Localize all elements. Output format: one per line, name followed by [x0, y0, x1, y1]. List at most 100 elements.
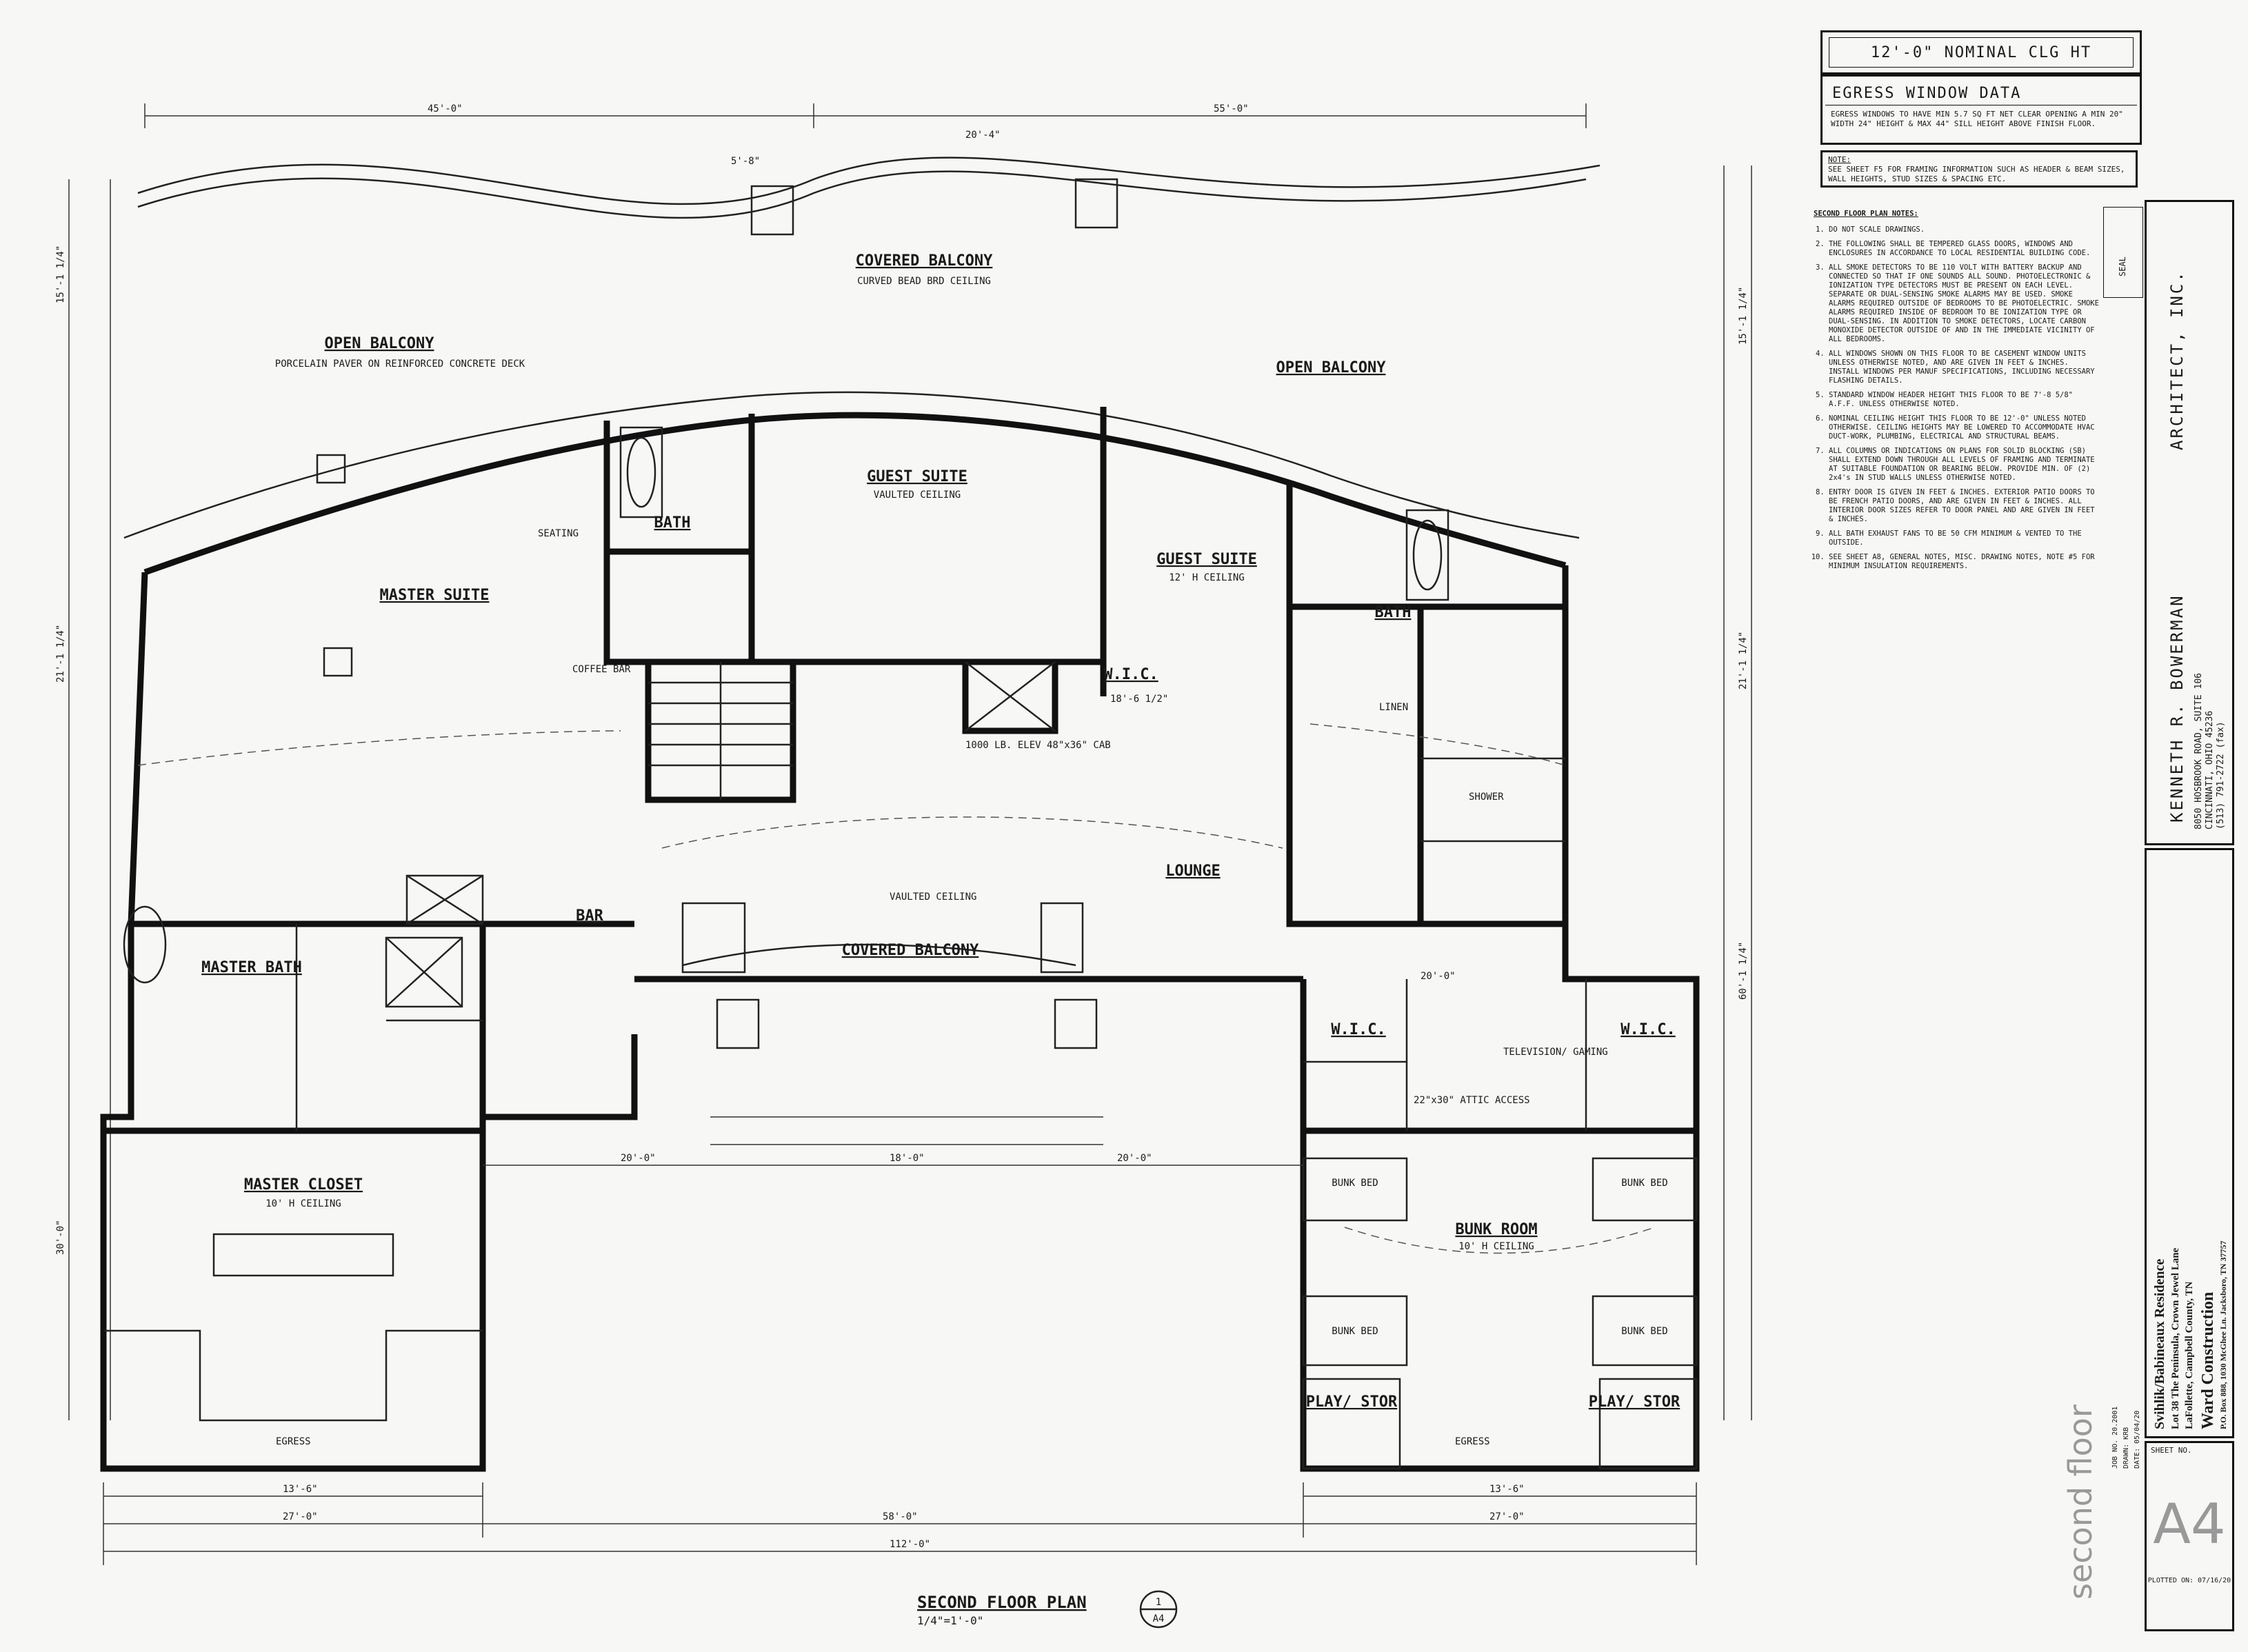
room-master-bath: MASTER BATH — [201, 959, 302, 976]
room-bath-right: BATH — [1375, 604, 1412, 621]
dim-top-58: 5'-8" — [731, 156, 760, 167]
dim-right-3: 60'-1 1/4" — [1738, 942, 1749, 1000]
plan-notes-list: DO NOT SCALE DRAWINGS. THE FOLLOWING SHA… — [1814, 225, 2103, 571]
note-item: STANDARD WINDOW HEADER HEIGHT THIS FLOOR… — [1829, 391, 2103, 409]
framing-note-text: SEE SHEET F5 FOR FRAMING INFORMATION SUC… — [1828, 165, 2125, 183]
plan-title: SECOND FLOOR PLAN — [917, 1593, 1087, 1612]
room-open-balcony-right: OPEN BALCONY — [1276, 359, 1387, 376]
architect-phone: (513) 791-2722 (fax) — [2216, 721, 2226, 829]
room-master-suite: MASTER SUITE — [380, 587, 490, 604]
note-item: DO NOT SCALE DRAWINGS. — [1829, 225, 2103, 234]
note-item: NOMINAL CEILING HEIGHT THIS FLOOR TO BE … — [1829, 414, 2103, 441]
dim-mid-20-r: 20'-0" — [1117, 1153, 1152, 1164]
architect-firm: ARCHITECT, INC. — [2167, 270, 2187, 450]
dim-bot-27-l: 27'-0" — [283, 1511, 318, 1522]
project-lot: Lot 38 The Peninsula, Crown Jewel Lane — [2170, 1247, 2181, 1429]
dim-bot-58: 58'-0" — [883, 1511, 918, 1522]
dim-bot-136-r: 13'-6" — [1489, 1484, 1525, 1495]
room-master-closet-sub: 10' H CEILING — [265, 1198, 341, 1209]
sheet-number: A4 — [2153, 1492, 2226, 1556]
framing-note-box: NOTE: SEE SHEET F5 FOR FRAMING INFORMATI… — [1820, 150, 2138, 188]
architect-address: 8050 HOSBROOK ROAD, SUITE 106 — [2194, 673, 2204, 829]
sheet-label: SHEET NO. — [2151, 1446, 2192, 1455]
balcony-outer-edge — [137, 157, 1600, 205]
room-wic-left: W.I.C. — [1331, 1021, 1385, 1038]
project-block: Svihlik/Babineaux Residence Lot 38 The P… — [2145, 848, 2234, 1438]
dim-mid-18: 18'-0" — [890, 1153, 925, 1164]
label-coffee-bar: COFFEE BAR — [572, 664, 631, 675]
seal-box: SEAL — [2103, 207, 2143, 298]
floor-plan-drawing: 45'-0" 55'-0" 20'-4" 5'-8" 15'-1 1/4" 21… — [55, 103, 1752, 1629]
dim-right-2: 21'-1 1/4" — [1738, 632, 1749, 689]
dim-left-1: 15'-1 1/4" — [55, 245, 66, 303]
dim-mid-20: 20'-0" — [621, 1153, 656, 1164]
room-bath-center: BATH — [654, 514, 691, 532]
egress-window-data-box: EGRESS WINDOW DATA EGRESS WINDOWS TO HAV… — [1820, 74, 2142, 145]
sheet-number-box: SHEET NO. A4 PLOTTED ON: 07/16/20 — [2145, 1441, 2234, 1631]
room-open-balcony-left-sub: PORCELAIN PAVER ON REINFORCED CONCRETE D… — [275, 359, 525, 370]
note-item: THE FOLLOWING SHALL BE TEMPERED GLASS DO… — [1829, 240, 2103, 258]
label-vaulted: VAULTED CEILING — [890, 892, 976, 903]
sheet-title: second floor — [2062, 1404, 2099, 1600]
seal-label: SEAL — [2118, 256, 2127, 276]
egress-text: EGRESS WINDOWS TO HAVE MIN 5.7 SQ FT NET… — [1831, 110, 2123, 128]
section-ref-number: 1 — [1156, 1597, 1161, 1608]
room-covered-balcony-bottom: COVERED BALCONY — [842, 942, 979, 959]
room-covered-balcony-top-sub: CURVED BEAD BRD CEILING — [857, 276, 991, 287]
label-seating: SEATING — [538, 528, 579, 539]
label-elevator: 1000 LB. ELEV 48"x36" CAB — [965, 740, 1111, 751]
room-bar: BAR — [576, 907, 603, 925]
plan-notes-heading: SECOND FLOOR PLAN NOTES: — [1814, 210, 1918, 218]
dim-top-center: 20'-4" — [965, 130, 1001, 141]
dim-top-left: 45'-0" — [428, 103, 463, 114]
room-wic-right: W.I.C. — [1620, 1021, 1675, 1038]
note-item: ALL SMOKE DETECTORS TO BE 110 VOLT WITH … — [1829, 263, 2103, 344]
label-tv: TELEVISION/ GAMING — [1503, 1047, 1608, 1058]
room-guest-suite-center-sub: VAULTED CEILING — [874, 490, 961, 501]
section-ref-sheet: A4 — [1153, 1613, 1165, 1624]
plan-notes: SECOND FLOOR PLAN NOTES: DO NOT SCALE DR… — [1814, 210, 2103, 576]
sheet-job-no: JOB NO. 20.2001 — [2111, 1406, 2119, 1469]
room-covered-balcony-top: COVERED BALCONY — [856, 252, 993, 270]
architect-city: CINCINNATI, OHIO 45236 — [2205, 710, 2215, 829]
note-item: ALL WINDOWS SHOWN ON THIS FLOOR TO BE CA… — [1829, 350, 2103, 385]
dim-lounge: 18'-6 1/2" — [1110, 694, 1168, 705]
note-item: ALL COLUMNS OR INDICATIONS ON PLANS FOR … — [1829, 447, 2103, 483]
room-guest-suite-center: GUEST SUITE — [867, 468, 967, 485]
project-city: LaFollette, Campbell County, TN — [2184, 1281, 2195, 1429]
room-lounge: LOUNGE — [1165, 863, 1220, 880]
room-play-right: PLAY/ STOR — [1589, 1393, 1680, 1411]
builder-address: P.O. Box 888, 1030 McGhee Ln. Jacksboro,… — [2218, 1240, 2228, 1429]
room-guest-suite-right-sub: 12' H CEILING — [1169, 572, 1245, 583]
dim-left-3: 30'-0" — [55, 1220, 66, 1255]
room-wic-center: W.I.C. — [1103, 666, 1158, 683]
dim-left-2: 21'-1 1/4" — [55, 625, 66, 683]
room-bunk-room: BUNK ROOM — [1455, 1221, 1537, 1238]
dim-top-right: 55'-0" — [1214, 103, 1249, 114]
sheet-drawn: DRAWN: KRB — [2122, 1427, 2130, 1469]
project-name: Svihlik/Babineaux Residence — [2152, 1258, 2167, 1429]
label-bunk-bed-1: BUNK BED — [1332, 1178, 1378, 1189]
egress-title: EGRESS WINDOW DATA — [1825, 79, 2137, 105]
dim-right-1: 15'-1 1/4" — [1738, 287, 1749, 345]
room-open-balcony-left: OPEN BALCONY — [325, 335, 435, 352]
room-bunk-room-sub: 10' H CEILING — [1458, 1241, 1534, 1252]
room-master-closet: MASTER CLOSET — [244, 1176, 363, 1193]
room-guest-suite-right: GUEST SUITE — [1156, 551, 1257, 568]
label-bunk-bed-4: BUNK BED — [1621, 1326, 1667, 1337]
dim-bot-overall: 112'-0" — [890, 1539, 930, 1550]
label-attic: 22"x30" ATTIC ACCESS — [1414, 1095, 1530, 1106]
label-linen: LINEN — [1379, 702, 1408, 713]
curved-exterior-wall — [143, 412, 1567, 576]
sheet-date: DATE: 05/04/20 — [2134, 1410, 2141, 1469]
framing-note-label: NOTE: — [1828, 155, 1851, 164]
label-bunk-bed-2: BUNK BED — [1621, 1178, 1667, 1189]
label-bunk-bed-3: BUNK BED — [1332, 1326, 1378, 1337]
label-egress-left: EGRESS — [276, 1436, 311, 1447]
plan-scale: 1/4"=1'-0" — [917, 1614, 983, 1627]
builder-name: Ward Construction — [2199, 1291, 2217, 1429]
dim-bot-136-l: 13'-6" — [283, 1484, 318, 1495]
sheet-plotted: PLOTTED ON: 07/16/20 — [2147, 1577, 2231, 1584]
architect-name: KENNETH R. BOWERMAN — [2167, 594, 2187, 823]
note-item: SEE SHEET A8, GENERAL NOTES, MISC. DRAWI… — [1829, 553, 2103, 571]
